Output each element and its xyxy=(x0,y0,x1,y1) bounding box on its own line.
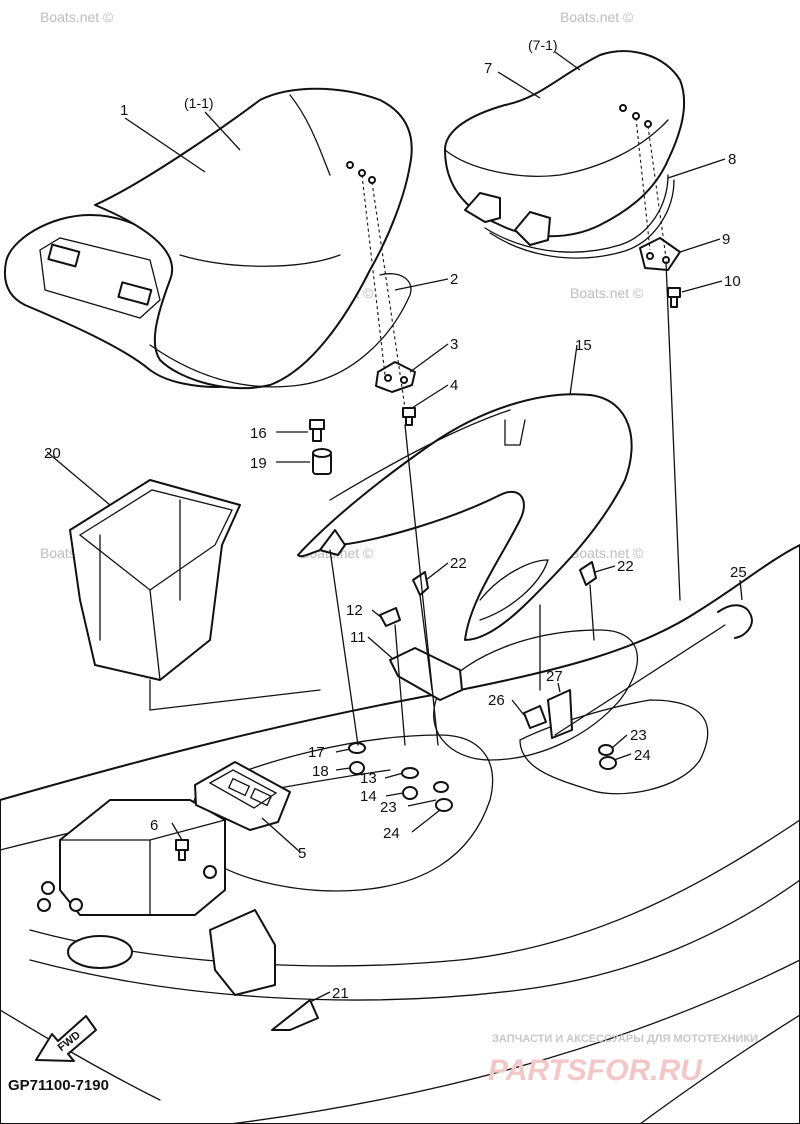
callout-3: 3 xyxy=(450,336,458,353)
callout-11: 11 xyxy=(350,629,366,646)
callout-24: 24 xyxy=(383,825,400,842)
diagram-code: GP71100-7190 xyxy=(8,1077,109,1094)
tail-cover xyxy=(297,393,633,641)
ref-front-seat-assy: (1-1) xyxy=(184,95,214,111)
callout-15: 15 xyxy=(575,337,592,354)
fasteners xyxy=(309,361,753,812)
watermark: Boats.net © xyxy=(560,9,634,25)
callout-12: 12 xyxy=(346,602,363,619)
callout-24: 24 xyxy=(634,747,651,764)
gauge-panel xyxy=(194,761,291,831)
callout-18: 18 xyxy=(312,763,329,780)
brand-tagline: ЗАПЧАСТИ И АКСЕССУАРЫ ДЛЯ МОТОТЕХНИКИ xyxy=(492,1033,758,1045)
callout-23: 23 xyxy=(630,727,647,744)
callout-22: 22 xyxy=(617,558,634,575)
callout-5: 5 xyxy=(298,845,306,862)
callout-17: 17 xyxy=(308,744,325,761)
front-seat xyxy=(3,87,413,390)
callout-16: 16 xyxy=(250,425,267,442)
callout-13: 13 xyxy=(360,770,377,787)
callout-25: 25 xyxy=(730,564,747,581)
callout-19: 19 xyxy=(250,455,267,472)
hull-deck xyxy=(0,544,800,1124)
storage-bin xyxy=(69,479,241,681)
callout-14: 14 xyxy=(360,788,377,805)
callout-1: 1 xyxy=(120,102,128,119)
forward-arrow xyxy=(35,1015,97,1062)
callout-4: 4 xyxy=(450,377,458,394)
callouts: 1 2 3 4 5 6 7 8 9 10 11 12 13 14 15 16 1… xyxy=(44,60,747,1002)
watermark: Boats.net © xyxy=(40,9,114,25)
callout-6: 6 xyxy=(150,817,158,834)
callout-21: 21 xyxy=(332,985,349,1002)
callout-8: 8 xyxy=(728,151,736,168)
leader-lines xyxy=(46,51,743,1003)
callout-23: 23 xyxy=(380,799,397,816)
callout-7: 7 xyxy=(484,60,492,77)
callout-27: 27 xyxy=(546,668,563,685)
callout-26: 26 xyxy=(488,692,505,709)
callout-20: 20 xyxy=(44,445,61,462)
alignment-lines xyxy=(149,117,726,746)
ref-rear-seat-assy: (7-1) xyxy=(528,37,558,53)
callout-2: 2 xyxy=(450,271,458,288)
brand-logo: PARTSFOR.RU xyxy=(488,1054,703,1087)
callout-22: 22 xyxy=(450,555,467,572)
watermark: Boats.net © xyxy=(570,545,644,561)
watermark: Boats.net © xyxy=(570,285,644,301)
callout-10: 10 xyxy=(724,273,741,290)
rear-seat xyxy=(444,50,686,308)
callout-9: 9 xyxy=(722,231,730,248)
